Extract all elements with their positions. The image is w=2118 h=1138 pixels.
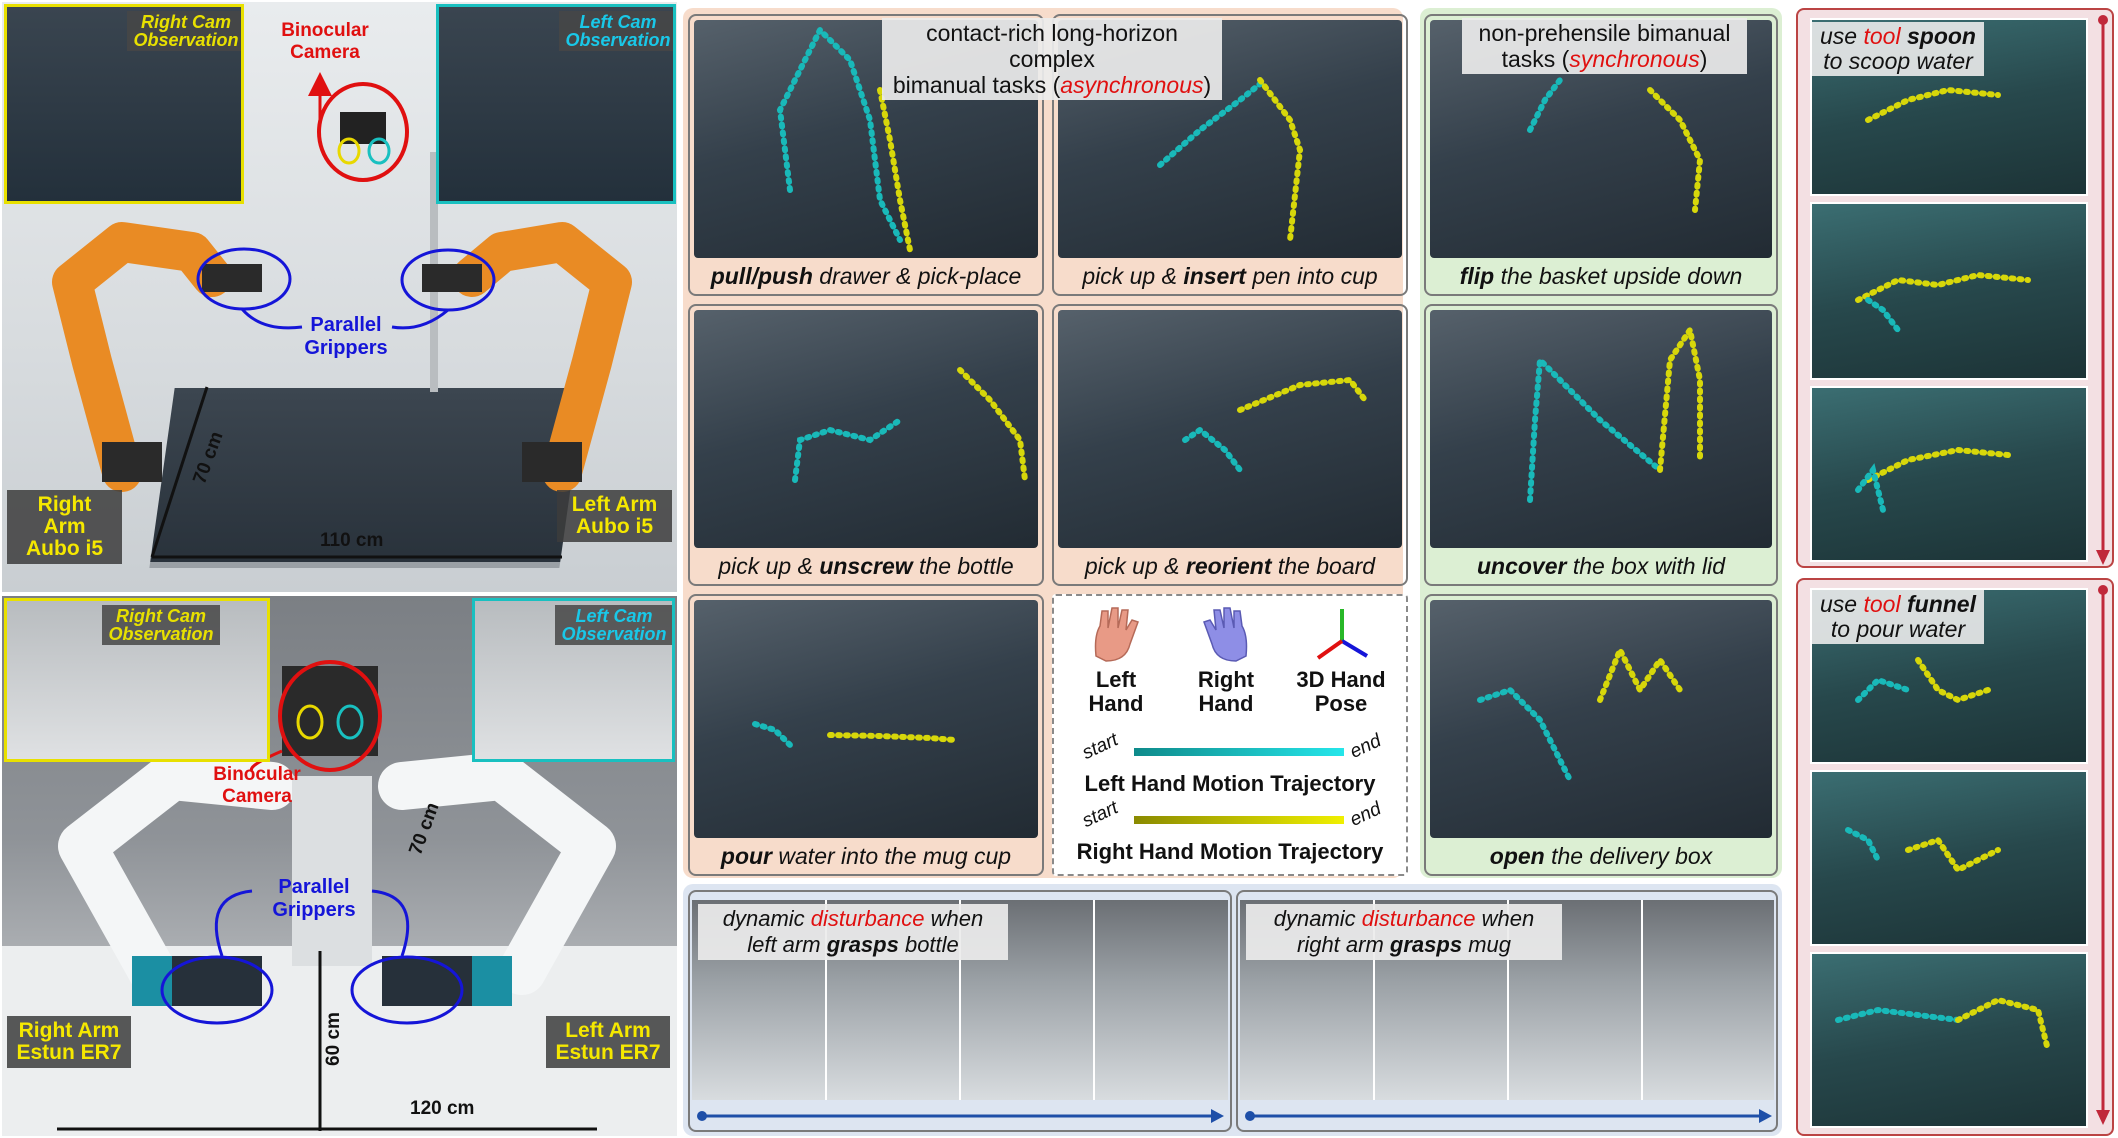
task-caption: flip the basket upside down — [1459, 263, 1743, 289]
task-caption: open the delivery box — [1489, 843, 1713, 869]
task-caption: pick up & unscrew the bottle — [718, 553, 1014, 579]
tool-spoon-trajectories — [1855, 86, 2031, 513]
task-caption: pick up & reorient the board — [1084, 553, 1376, 579]
disturbance-caption: dynamic disturbance when right arm grasp… — [1246, 904, 1562, 960]
disturbance-card-mug: dynamic disturbance when right arm grasp… — [1236, 890, 1778, 1132]
right-hand-icon — [1203, 607, 1248, 662]
setup2-width-label: 120 cm — [410, 1098, 475, 1119]
tool-funnel-trajectories — [1835, 657, 2051, 1053]
task-caption: pull/push drawer & pick-place — [710, 263, 1022, 289]
setup2-left-arm-tag: Left Arm Estun ER7 — [546, 1016, 670, 1068]
timeline-arrow — [697, 1109, 1224, 1123]
task-caption: uncover the box with lid — [1476, 553, 1725, 579]
legend-right-end: end — [1346, 798, 1385, 831]
legend-left-traj-label: Left Hand Motion Trajectory — [1084, 771, 1376, 796]
legend-right-start: start — [1079, 797, 1122, 832]
task-card-delivery: open the delivery box — [1424, 594, 1778, 876]
async-header: contact-rich long-horizon complex bimanu… — [882, 18, 1222, 100]
disturbance-caption: dynamic disturbance when left arm grasps… — [698, 904, 1008, 960]
setup1-left-arm-tag: Left Arm Aubo i5 — [557, 490, 672, 542]
setup1-right-arm-tag: Right Arm Aubo i5 — [7, 490, 122, 564]
task-image — [694, 600, 1038, 838]
sync-header: non-prehensile bimanual tasks (synchrono… — [1462, 18, 1747, 74]
setup1-arms — [52, 72, 632, 559]
task-card-box-lid: uncover the box with lid — [1424, 304, 1778, 586]
setup2-right-arm-tag: Right Arm Estun ER7 — [7, 1016, 131, 1068]
task-image — [694, 310, 1038, 548]
task-caption: pour water into the mug cup — [720, 843, 1012, 869]
left-hand-icon — [1094, 607, 1139, 662]
pose-axes-icon — [1316, 609, 1369, 660]
legend-right-traj-label: Right Hand Motion Trajectory — [1076, 839, 1384, 864]
task-image — [1058, 310, 1402, 548]
tool-funnel-caption: use tool funnel to pour water — [1812, 590, 1984, 644]
tool-spoon-timeline — [2096, 15, 2110, 565]
setup1-camera-label: Binocular Camera — [281, 20, 369, 63]
task-caption: pick up & insert pen into cup — [1082, 263, 1378, 289]
setup2-grippers-label: Parallel Grippers — [272, 876, 356, 921]
timeline-arrow — [1245, 1109, 1772, 1123]
tool-spoon-caption: use tool spoon to scoop water — [1812, 22, 1984, 76]
setup2-camera-label: Binocular Camera — [213, 764, 301, 807]
task-image — [1430, 600, 1772, 838]
legend-left-start: start — [1079, 729, 1122, 764]
tool-frame-3 — [1810, 952, 2088, 1128]
task-card-board: pick up & reorient the board — [1052, 304, 1408, 586]
tool-card-funnel: use tool funnel to pour water — [1796, 578, 2114, 1136]
left-trajectory-gradient — [1134, 748, 1344, 756]
tool-funnel-timeline — [2096, 585, 2110, 1125]
legend-left-end: end — [1346, 730, 1385, 763]
right-trajectory-gradient — [1134, 816, 1344, 824]
task-card-bottle: pick up & unscrew the bottle — [688, 304, 1044, 586]
setup1-width-label: 110 cm — [320, 530, 384, 551]
setup2-arms — [57, 660, 616, 1131]
tool-card-spoon: use tool spoon to scoop water — [1796, 8, 2114, 568]
task-image — [1430, 310, 1772, 548]
setup1-grippers-label: Parallel Grippers — [304, 314, 388, 359]
task-card-pour: pour water into the mug cup — [688, 594, 1044, 876]
disturbance-card-bottle: dynamic disturbance when left arm grasps… — [688, 890, 1232, 1132]
tool-frame-2 — [1810, 202, 2088, 380]
tool-frame-3 — [1810, 386, 2088, 562]
setup2-depth-label: 60 cm — [322, 1012, 344, 1066]
